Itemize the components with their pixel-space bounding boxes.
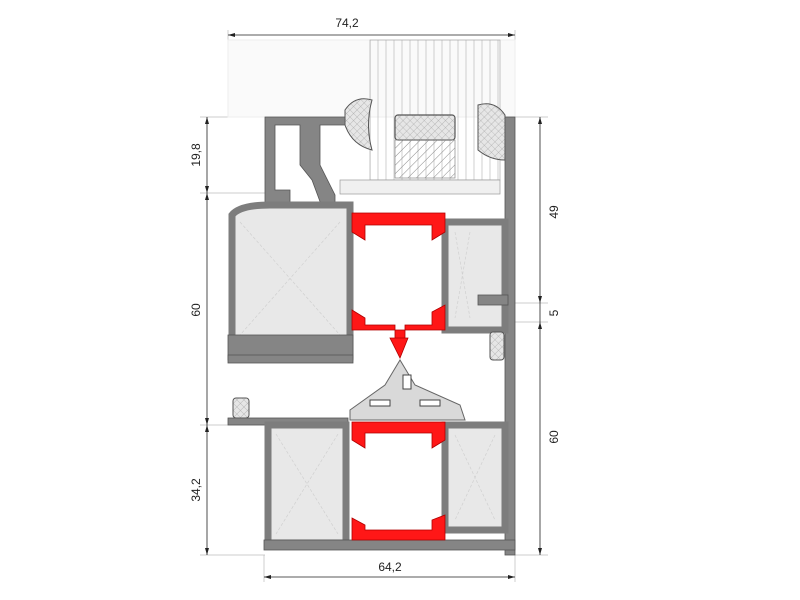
dim-right-gap: 5 (547, 309, 561, 316)
lower-thermal-break (351, 421, 446, 541)
thermal-break-arrow (389, 337, 409, 359)
left-seal-gasket (232, 397, 250, 419)
dim-right-upper: 49 (547, 205, 561, 219)
upper-thermal-break (351, 212, 446, 341)
dimension-lines (205, 33, 542, 579)
dim-left-lower: 34,2 (189, 478, 203, 502)
glazing-bead (264, 116, 346, 216)
dim-bottom-width: 64,2 (378, 560, 402, 574)
dim-right-lower: 60 (547, 430, 561, 444)
inner-glazing-gasket (477, 103, 506, 161)
outer-glazing-gasket (344, 98, 373, 151)
upper-sash-profile (227, 201, 509, 361)
center-gasket (349, 359, 466, 421)
right-seal-gasket (489, 331, 505, 361)
outer-frame-bar (504, 116, 516, 556)
lower-sash-profile (227, 354, 516, 551)
dim-top-width: 74,2 (335, 16, 359, 30)
dim-left-upper: 19,8 (189, 143, 203, 167)
dim-left-middle: 60 (189, 303, 203, 317)
